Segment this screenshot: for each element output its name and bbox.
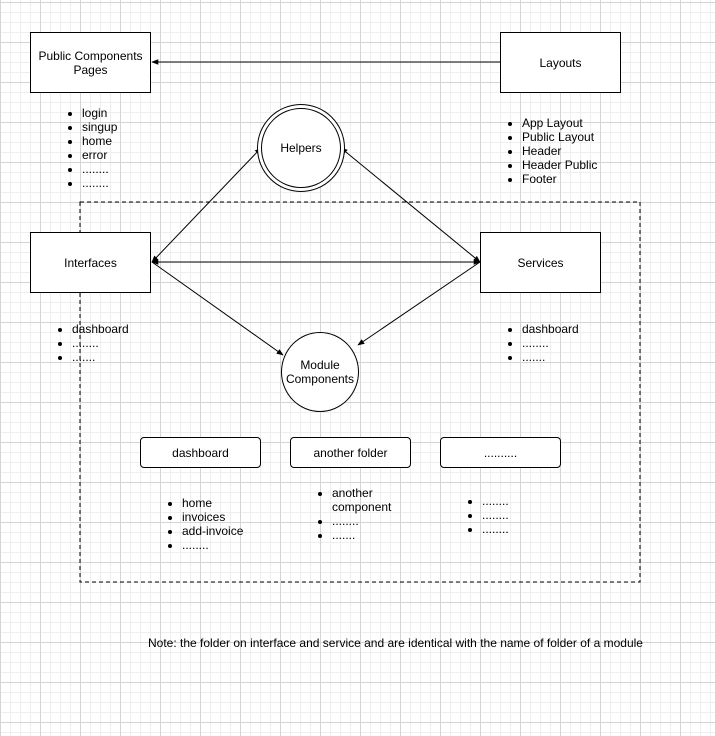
module-components-label: Module Components bbox=[285, 358, 355, 386]
list-item: Footer bbox=[522, 172, 597, 186]
another-components-list: another component ........ ....... bbox=[314, 486, 416, 542]
interfaces-box[interactable]: Interfaces bbox=[30, 232, 151, 293]
arrow-interfaces-to-module bbox=[151, 261, 284, 356]
list-item: App Layout bbox=[522, 116, 597, 130]
list-item: ........ bbox=[522, 336, 579, 350]
arrow-interfaces-helpers bbox=[151, 147, 262, 263]
list-item: Public Layout bbox=[522, 130, 597, 144]
dashboard-folder-box[interactable]: dashboard bbox=[140, 437, 261, 468]
public-pages-list: login singup home error ........ .......… bbox=[64, 106, 117, 190]
module-components-node[interactable]: Module Components bbox=[281, 332, 359, 412]
diagram-note: Note: the folder on interface and servic… bbox=[148, 636, 643, 650]
list-item: ........ bbox=[182, 538, 243, 552]
list-item: ....... bbox=[72, 350, 129, 364]
list-item: another component bbox=[332, 486, 416, 514]
layouts-box[interactable]: Layouts bbox=[500, 32, 621, 93]
list-item: login bbox=[82, 106, 117, 120]
list-item: ....... bbox=[332, 528, 416, 542]
public-components-box[interactable]: Public Components Pages bbox=[30, 32, 151, 93]
helpers-node[interactable]: Helpers bbox=[261, 108, 341, 188]
another-folder-box[interactable]: another folder bbox=[290, 437, 411, 468]
interfaces-list: dashboard ........ ....... bbox=[54, 322, 129, 364]
list-item: singup bbox=[82, 120, 117, 134]
list-item: ........ bbox=[82, 162, 117, 176]
list-item: dashboard bbox=[72, 322, 129, 336]
list-item: home bbox=[182, 496, 243, 510]
ellipsis-folder-box[interactable]: .......... bbox=[440, 437, 561, 468]
ellipsis-folder-label: .......... bbox=[483, 445, 518, 460]
services-box[interactable]: Services bbox=[480, 232, 601, 293]
helpers-label: Helpers bbox=[280, 141, 322, 155]
dashboard-folder-label: dashboard bbox=[172, 445, 229, 460]
public-components-label: Public Components Pages bbox=[38, 48, 143, 77]
arrow-services-to-module bbox=[357, 261, 481, 346]
list-item: ....... bbox=[522, 350, 579, 364]
list-item: add-invoice bbox=[182, 524, 243, 538]
list-item: Header Public bbox=[522, 158, 597, 172]
list-item: home bbox=[82, 134, 117, 148]
list-item: ........ bbox=[82, 176, 117, 190]
list-item: error bbox=[82, 148, 117, 162]
services-label: Services bbox=[517, 255, 564, 270]
interfaces-label: Interfaces bbox=[64, 255, 117, 270]
list-item: dashboard bbox=[522, 322, 579, 336]
list-item: Header bbox=[522, 144, 597, 158]
list-item: ........ bbox=[482, 494, 509, 508]
list-item: ........ bbox=[482, 508, 509, 522]
ellipsis-components-list: ........ ........ ........ bbox=[464, 494, 509, 536]
layouts-list: App Layout Public Layout Header Header P… bbox=[504, 116, 597, 186]
another-folder-label: another folder bbox=[313, 445, 388, 460]
list-item: ........ bbox=[332, 514, 416, 528]
layouts-label: Layouts bbox=[539, 55, 582, 70]
arrow-services-helpers bbox=[340, 147, 481, 263]
dashboard-components-list: home invoices add-invoice ........ bbox=[164, 496, 243, 552]
list-item: invoices bbox=[182, 510, 243, 524]
list-item: ........ bbox=[482, 522, 509, 536]
services-list: dashboard ........ ....... bbox=[504, 322, 579, 364]
list-item: ........ bbox=[72, 336, 129, 350]
